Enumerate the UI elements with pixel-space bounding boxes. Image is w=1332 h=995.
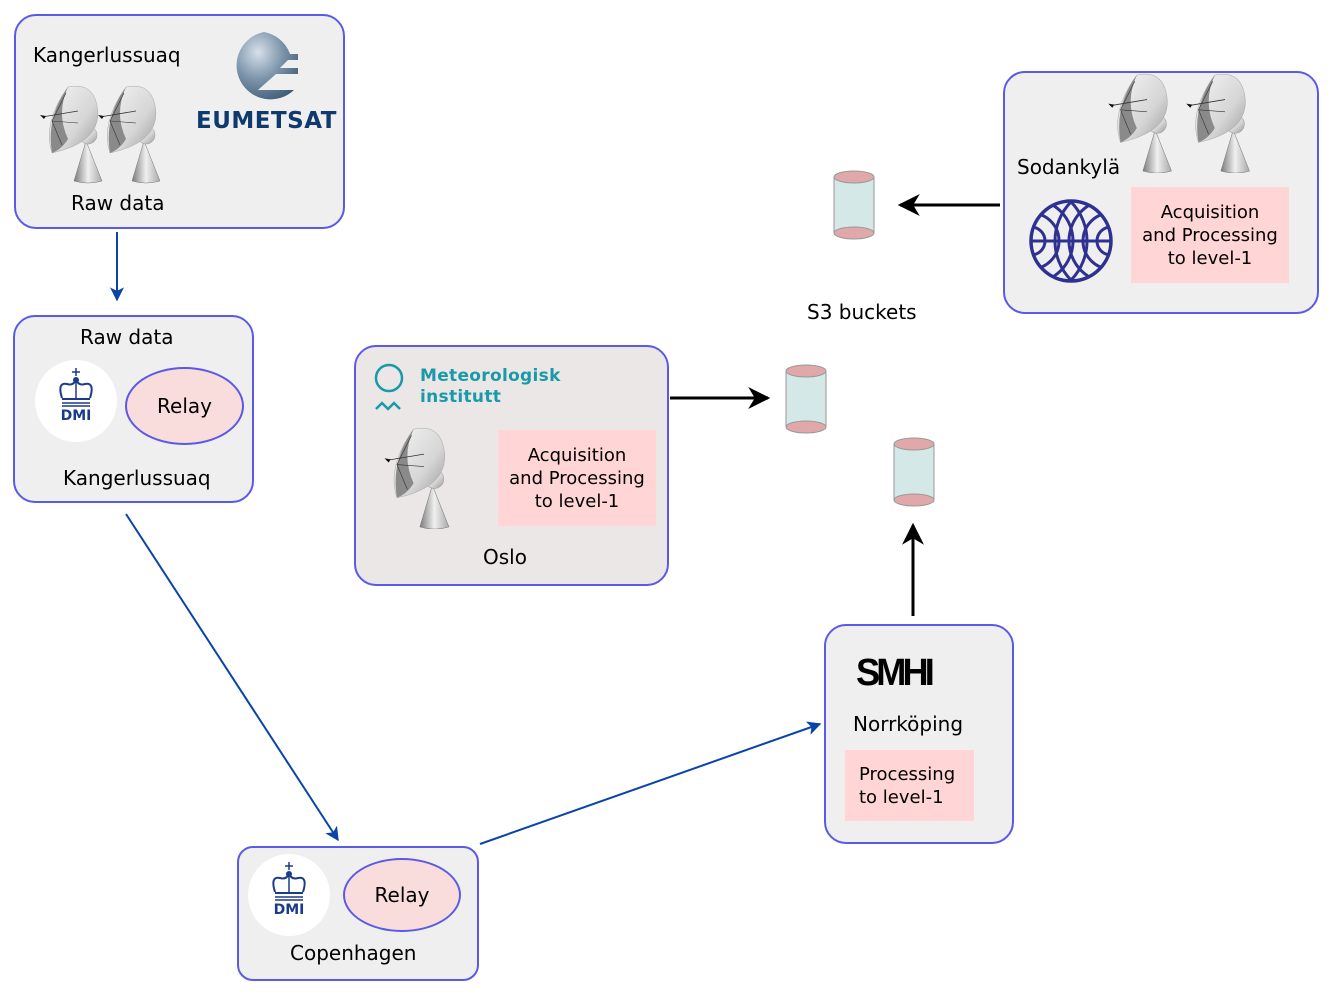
relay-label: Relay [157, 394, 212, 418]
logo-text-line1: Meteorologisk [420, 366, 561, 386]
met-norway-logo-text: Meteorologisk institutt [420, 366, 561, 408]
location-label: Oslo [483, 545, 527, 569]
s3-bucket-3[interactable] [893, 437, 935, 507]
dmi-logo: DMI [248, 854, 330, 936]
edge-dmi-kangerlussuaq-to-copenhagen [125, 513, 339, 842]
location-label: Sodankylä [1017, 155, 1121, 179]
node-oslo[interactable]: Meteorologisk institutt Acquisition and … [354, 345, 669, 586]
node-norrkoping[interactable]: SMHI Norrköping Processing to level-1 [824, 624, 1014, 844]
process-label: Acquisition and Processing to level-1 [509, 444, 645, 512]
location-label: Kangerlussuaq [63, 466, 211, 490]
smhi-logo-text: SMHI [855, 652, 935, 694]
node-sodankyla[interactable]: Sodankylä Acquisition and Processing to … [1003, 71, 1319, 314]
relay-ellipse[interactable]: Relay [125, 367, 244, 445]
met-norway-logo-icon [374, 363, 404, 411]
location-label: Kangerlussuaq [33, 43, 181, 67]
node-dmi-kangerlussuaq[interactable]: Raw data DMI Relay Kangerlussuaq [13, 315, 254, 503]
acquisition-processing-box[interactable]: Acquisition and Processing to level-1 [498, 430, 656, 526]
eumetsat-logo-text: EUMETSAT [196, 108, 337, 134]
raw-data-label: Raw data [71, 191, 165, 215]
acquisition-processing-box[interactable]: Acquisition and Processing to level-1 [1131, 187, 1289, 283]
processing-box[interactable]: Processing to level-1 [845, 750, 974, 821]
location-label: Copenhagen [290, 941, 417, 965]
s3-bucket-1[interactable] [833, 170, 875, 240]
process-label: Processing to level-1 [859, 763, 956, 808]
fmi-logo-icon [1029, 199, 1113, 283]
relay-ellipse[interactable]: Relay [343, 858, 461, 932]
antenna-icon [1185, 73, 1251, 173]
dmi-logo: DMI [35, 360, 117, 442]
antenna-icon [383, 427, 450, 529]
relay-label: Relay [374, 883, 430, 907]
eumetsat-globe-icon [236, 32, 298, 100]
antenna-icon [97, 85, 161, 184]
s3-bucket-2[interactable] [785, 364, 827, 434]
location-label: Norrköping [853, 712, 964, 736]
process-label: Acquisition and Processing to level-1 [1142, 201, 1278, 269]
node-eumetsat-kangerlussuaq[interactable]: Kangerlussuaq Raw data EUMETSAT [14, 14, 345, 229]
logo-text-line2: institutt [420, 387, 502, 407]
raw-data-heading: Raw data [80, 325, 174, 349]
dmi-logo-text: DMI [60, 408, 92, 424]
dmi-logo-text: DMI [273, 902, 305, 918]
crown-icon [272, 862, 306, 901]
s3-buckets-label: S3 buckets [807, 300, 917, 324]
edge-copenhagen-to-norrkoping [479, 721, 822, 845]
crown-icon [59, 368, 93, 407]
node-copenhagen[interactable]: DMI Relay Copenhagen [237, 846, 479, 981]
